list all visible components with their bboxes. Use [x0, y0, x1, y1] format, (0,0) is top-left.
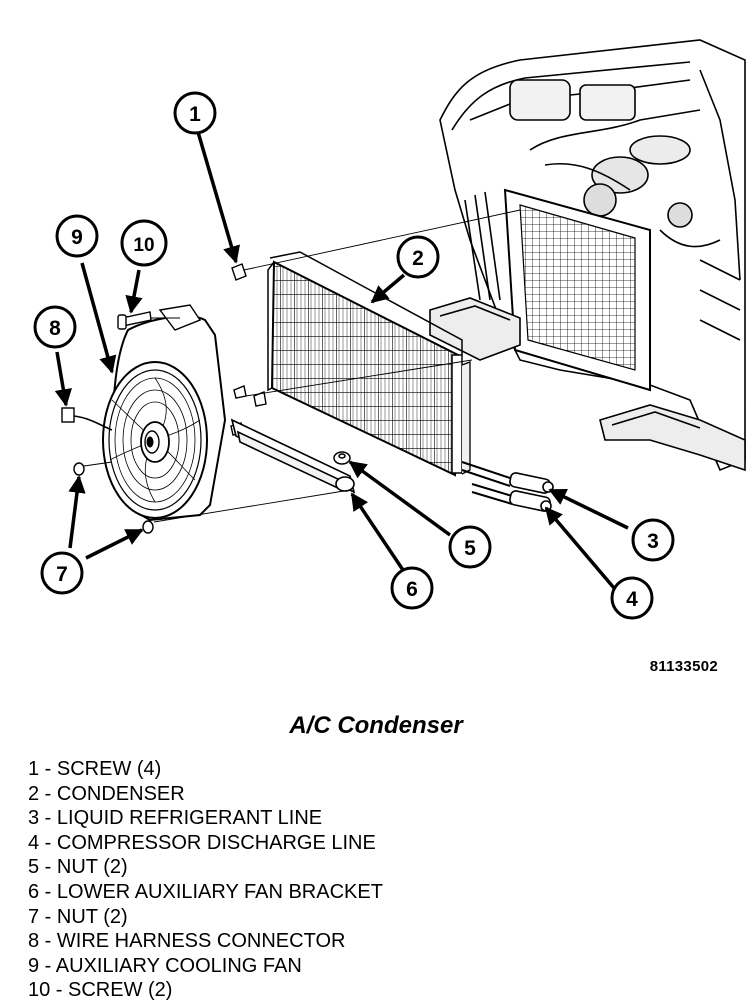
callout-2: 2 — [396, 235, 440, 279]
fan-screws — [117, 311, 152, 330]
wire-harness-connector — [61, 407, 113, 431]
legend-item: 6 - LOWER AUXILIARY FAN BRACKET — [28, 880, 383, 903]
legend-item: 2 - CONDENSER — [28, 782, 185, 805]
refrigerant-line-fittings — [509, 472, 554, 512]
svg-text:1: 1 — [189, 103, 201, 126]
legend-item: 5 - NUT (2) — [28, 856, 128, 879]
svg-text:9: 9 — [71, 226, 83, 249]
condenser-screws — [230, 263, 267, 436]
alignment-lines — [83, 209, 521, 523]
callout-8: 8 — [33, 305, 77, 349]
callout-7: 7 — [40, 551, 84, 595]
svg-text:10: 10 — [133, 235, 154, 256]
legend-item: 7 - NUT (2) — [28, 905, 128, 928]
auxiliary-cooling-fan — [102, 304, 227, 522]
callout-9: 9 — [55, 214, 99, 258]
callout-3: 3 — [631, 518, 675, 562]
legend-item: 10 - SCREW (2) — [28, 979, 173, 1002]
svg-text:7: 7 — [56, 563, 68, 586]
callout-4: 4 — [610, 576, 654, 620]
callout-5: 5 — [448, 525, 492, 569]
callout-1: 1 — [173, 91, 217, 135]
legend-item: 9 - AUXILIARY COOLING FAN — [28, 954, 302, 977]
callout-10: 10 — [120, 219, 168, 267]
legend-item: 8 - WIRE HARNESS CONNECTOR — [28, 930, 346, 953]
vehicle-front-end — [429, 39, 746, 472]
legend-item: 3 - LIQUID REFRIGERANT LINE — [28, 807, 323, 830]
parts-legend: 1 - SCREW (4) 2 - CONDENSER 3 - LIQUID R… — [28, 757, 383, 1003]
svg-text:3: 3 — [647, 530, 659, 553]
lower-fan-bracket — [230, 418, 356, 494]
svg-text:5: 5 — [464, 537, 476, 560]
svg-text:4: 4 — [626, 588, 638, 611]
legend-item: 1 - SCREW (4) — [28, 758, 162, 780]
fan-nuts — [73, 462, 154, 534]
bracket-nut — [333, 451, 351, 465]
legend-item: 4 - COMPRESSOR DISCHARGE LINE — [28, 831, 376, 854]
figure-caption: A/C Condenser — [289, 712, 463, 739]
svg-text:6: 6 — [406, 578, 418, 601]
condenser-illustration: 1 2 3 4 5 6 7 8 — [33, 39, 746, 620]
figure-id: 81133502 — [649, 658, 718, 675]
svg-text:8: 8 — [49, 317, 61, 340]
leader-lines — [54, 131, 629, 590]
callout-6: 6 — [390, 566, 434, 610]
svg-text:2: 2 — [412, 247, 424, 270]
